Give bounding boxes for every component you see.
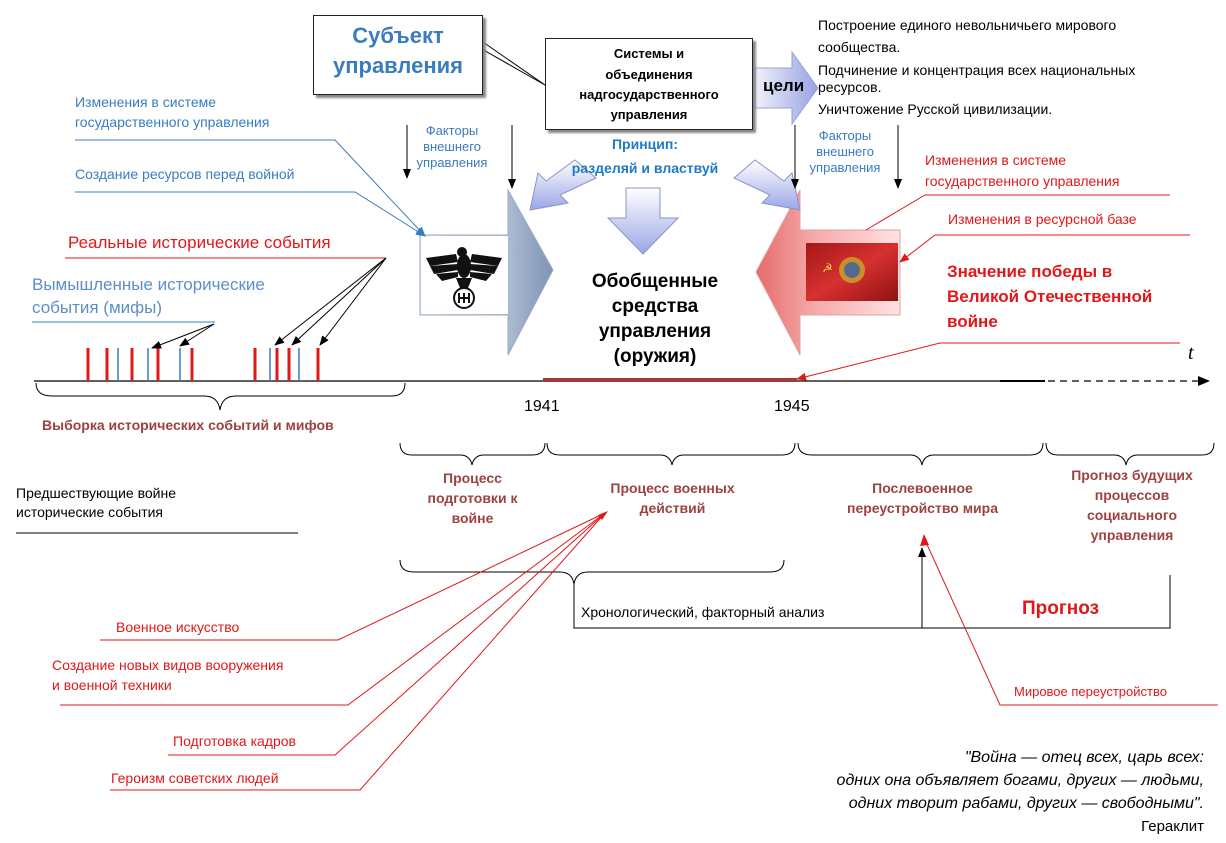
year-1941: 1941 xyxy=(524,398,560,415)
systems-box: Системы и объединения надгосударственног… xyxy=(545,38,753,130)
subject-line2: управления xyxy=(332,53,463,78)
chrono-analysis: Хронологический, факторный анализ xyxy=(581,604,825,620)
left-resources: Создание ресурсов перед войной xyxy=(75,166,295,182)
factors-left-2: внешнего xyxy=(423,139,481,154)
prep-line1: Процесс xyxy=(443,470,502,486)
preceding-line1: Предшествующие войне xyxy=(16,485,176,501)
real-events-label: Реальные исторические события xyxy=(68,233,331,252)
subject-line1: Субъект xyxy=(352,23,444,48)
analysis-bracket xyxy=(16,532,1171,629)
factors-right-1: Факторы xyxy=(818,128,872,143)
center-line3: управления xyxy=(598,321,712,342)
goal-line: ресурсов. xyxy=(818,79,882,95)
right-resources: Изменения в ресурсной базе xyxy=(948,211,1137,227)
factors-right-2: внешнего xyxy=(816,144,874,159)
systems-line2: объединения xyxy=(605,67,693,82)
factors-left-1: Факторы xyxy=(425,123,479,138)
goal-line: Подчинение и концентрация всех националь… xyxy=(818,62,1136,78)
war-factor-lines xyxy=(60,511,1218,791)
eagle-icon xyxy=(426,247,502,309)
goals-label: цели xyxy=(763,76,805,95)
factor-heroism: Героизм советских людей xyxy=(111,770,279,786)
victory-line3: войне xyxy=(947,312,998,331)
center-line1: Обобщенные xyxy=(591,271,719,292)
subject-box: Субъект управления xyxy=(313,15,483,95)
forecast-label: Прогноз xyxy=(1022,598,1100,619)
post-line1: Послевоенное xyxy=(872,480,973,496)
war-line2: действий xyxy=(639,500,706,516)
center-line2: средства xyxy=(611,296,699,317)
principle-arrow-down xyxy=(606,187,680,255)
quote-line1: "Война — отец всех, царь всех: xyxy=(964,749,1204,766)
principle-arrow-right xyxy=(733,159,801,211)
factor-new-weapons-1: Создание новых видов вооружения xyxy=(52,657,284,673)
time-axis-label: t xyxy=(1188,342,1194,364)
soviet-emblem-icon: ☭ xyxy=(822,257,865,283)
timeline-braces xyxy=(35,382,1215,585)
forecast-line2: процессов xyxy=(1094,487,1170,503)
quote-line3: одних творит рабами, других — свободными… xyxy=(848,795,1204,812)
factors-left-3: управления xyxy=(416,155,488,170)
sample-label: Выборка исторических событий и мифов xyxy=(42,417,334,433)
goal-line: Уничтожение Русской цивилизации. xyxy=(818,101,1053,117)
principle-line1: Принцип: xyxy=(611,136,678,152)
factor-training: Подготовка кадров xyxy=(173,733,296,749)
forecast-line1: Прогноз будущих xyxy=(1071,467,1193,483)
year-1945: 1945 xyxy=(774,398,810,415)
goal-line: сообщества. xyxy=(818,39,901,55)
systems-line1: Системы и xyxy=(613,46,685,61)
goal-line: Построение единого невольничьего мировог… xyxy=(818,17,1117,33)
factor-military-art: Военное искусство xyxy=(116,619,240,635)
systems-line3: надгосударственного xyxy=(579,87,719,102)
svg-text:☭: ☭ xyxy=(822,261,833,275)
goals-arrow xyxy=(754,50,819,126)
principle-line2: разделяй и властвуй xyxy=(571,160,719,176)
right-gov-change-1: Изменения в системе xyxy=(925,152,1067,168)
forecast-line3: социального xyxy=(1086,507,1178,523)
factors-right-3: управления xyxy=(809,160,881,175)
myth-events-label-1: Вымышленные исторические xyxy=(32,275,265,294)
left-gov-change-1: Изменения в системе xyxy=(75,94,217,110)
victory-line1: Значение победы в xyxy=(947,262,1113,281)
quote-line2: одних она объявляет богами, других — люд… xyxy=(836,772,1204,789)
connector-lines xyxy=(32,39,1190,382)
world-reorganization: Мировое переустройство xyxy=(1014,684,1167,699)
center-line4: (оружия) xyxy=(613,346,697,367)
factor-new-weapons-2: и военной техники xyxy=(52,677,172,693)
post-line2: переустройство мира xyxy=(847,500,998,516)
quote-author: Гераклит xyxy=(1141,818,1204,835)
event-ticks xyxy=(86,348,320,381)
prep-line2: подготовки к xyxy=(427,490,518,506)
forecast-line4: управления xyxy=(1090,527,1174,543)
right-gov-change-2: государственного управления xyxy=(925,173,1120,189)
prep-line3: войне xyxy=(451,510,494,526)
systems-line4: управления xyxy=(610,107,688,122)
myth-events-label-2: события (мифы) xyxy=(32,298,163,317)
victory-line2: Великой Отечественной xyxy=(947,287,1153,306)
preceding-line2: исторические события xyxy=(16,504,164,520)
principle-arrow-left xyxy=(529,159,597,211)
left-gov-change-2: государственного управления xyxy=(75,114,270,130)
war-line1: Процесс военных xyxy=(610,480,735,496)
